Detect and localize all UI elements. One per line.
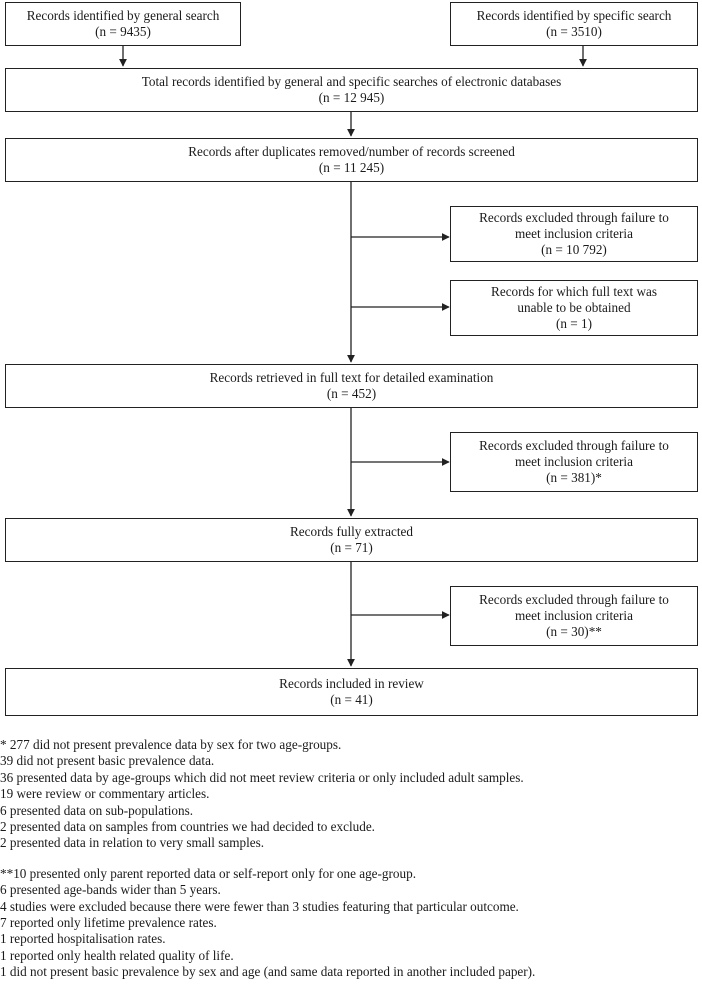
box-included: Records included in review(n = 41) [5,668,698,716]
footnotes: * 277 did not present prevalence data by… [0,737,702,981]
footnote-single-line: 6 presented data on sub-populations. [0,802,194,818]
footnote-single-line: 2 presented data in relation to very sma… [0,835,265,851]
footnote-double-line: 1 reported only health related quality o… [0,947,234,963]
footnote-double-line: 7 reported only lifetime prevalence rate… [0,915,217,931]
footnote-single-line: 2 presented data on samples from countri… [0,819,375,835]
footnote-double-line: 1 did not present basic prevalence by se… [0,964,536,980]
footnote-gap [0,852,702,866]
footnote-single-line: * 277 did not present prevalence data by… [0,737,342,752]
footnote-double-line: 4 studies were excluded because there we… [0,898,519,914]
box-fully-extracted: Records fully extracted(n = 71) [5,518,698,562]
footnote-single-line: 39 did not present basic prevalence data… [0,753,215,769]
footnote-double-line: 1 reported hospitalisation rates. [0,931,166,947]
footnote-double-line: 6 presented age-bands wider than 5 years… [0,882,221,898]
box-full-text-retrieved: Records retrieved in full text for detai… [5,364,698,408]
box-after-duplicates: Records after duplicates removed/number … [5,138,698,182]
flow-connectors [119,46,587,667]
box-total-identified: Total records identified by general and … [5,68,698,112]
footnote-double-line: **10 presented only parent reported data… [0,865,416,881]
box-specific-search: Records identified by specific search(n … [450,2,698,46]
box-general-search: Records identified by general search(n =… [5,2,241,46]
footnote-single-line: 36 presented data by age-groups which di… [0,769,524,785]
footnote-single-line: 19 were review or commentary articles. [0,786,210,802]
